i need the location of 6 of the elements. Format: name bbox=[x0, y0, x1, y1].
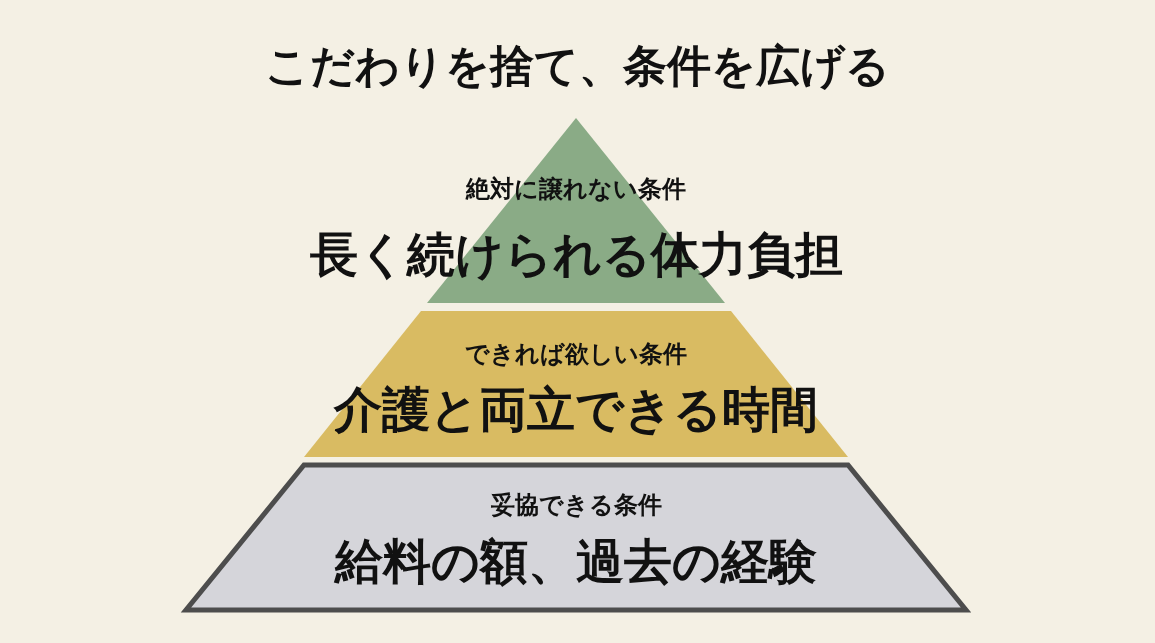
diagram-title: こだわりを捨て、条件を広げる bbox=[265, 40, 890, 93]
tier-heading: 給料の額、過去の経験 bbox=[335, 534, 817, 590]
tier-label: 妥協できる条件 bbox=[490, 492, 662, 520]
tier-label: 絶対に譲れない条件 bbox=[466, 176, 686, 204]
tier-heading: 介護と両立できる時間 bbox=[334, 382, 818, 438]
tier-label: できれば欲しい条件 bbox=[465, 341, 687, 369]
